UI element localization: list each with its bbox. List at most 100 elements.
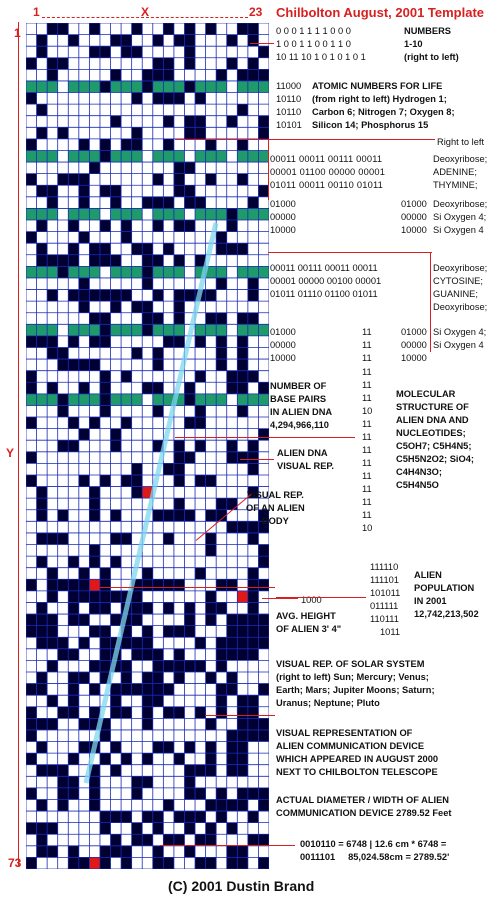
filled-cell bbox=[206, 799, 217, 811]
filled-cell bbox=[216, 649, 227, 661]
green-marker-cell bbox=[37, 81, 48, 93]
filled-cell bbox=[100, 405, 111, 417]
filled-cell bbox=[174, 35, 185, 47]
filled-cell bbox=[37, 46, 48, 58]
filled-cell bbox=[89, 336, 100, 348]
filled-cell bbox=[89, 545, 100, 557]
green-marker-cell bbox=[79, 150, 90, 162]
filled-cell bbox=[258, 69, 269, 81]
filled-cell bbox=[111, 35, 122, 47]
filled-cell bbox=[79, 429, 90, 441]
filled-cell bbox=[216, 660, 227, 672]
filled-cell bbox=[227, 765, 238, 777]
filled-cell bbox=[258, 579, 269, 591]
filled-cell bbox=[79, 591, 90, 603]
filled-cell bbox=[163, 116, 174, 128]
filled-cell bbox=[47, 197, 58, 209]
filled-cell bbox=[68, 846, 79, 858]
filled-cell bbox=[89, 498, 100, 510]
filled-cell bbox=[37, 336, 48, 348]
green-marker-cell bbox=[89, 266, 100, 278]
filled-cell bbox=[121, 139, 132, 151]
filled-cell bbox=[121, 637, 132, 649]
filled-cell bbox=[258, 730, 269, 742]
filled-cell bbox=[237, 371, 248, 383]
filled-cell bbox=[68, 579, 79, 591]
filled-cell bbox=[163, 336, 174, 348]
filled-cell bbox=[206, 475, 217, 487]
filled-cell bbox=[248, 811, 259, 823]
green-marker-cell bbox=[89, 150, 100, 162]
filled-cell bbox=[37, 510, 48, 522]
filled-cell bbox=[248, 58, 259, 70]
filled-cell bbox=[206, 545, 217, 557]
page-title: Chilbolton August, 2001 Template bbox=[276, 5, 484, 20]
filled-cell bbox=[121, 753, 132, 765]
filled-cell bbox=[163, 857, 174, 869]
filled-cell bbox=[58, 405, 69, 417]
green-marker-cell bbox=[153, 81, 164, 93]
filled-cell bbox=[248, 730, 259, 742]
filled-cell bbox=[216, 811, 227, 823]
column-end-label: 23 bbox=[249, 5, 262, 19]
filled-cell bbox=[47, 718, 58, 730]
filled-cell bbox=[184, 162, 195, 174]
filled-cell bbox=[227, 753, 238, 765]
filled-cell bbox=[142, 776, 153, 788]
filled-cell bbox=[121, 417, 132, 429]
filled-cell bbox=[111, 591, 122, 603]
filled-cell bbox=[248, 463, 259, 475]
filled-cell bbox=[89, 487, 100, 499]
filled-cell bbox=[79, 139, 90, 151]
filled-cell bbox=[132, 591, 143, 603]
filled-cell bbox=[237, 382, 248, 394]
filled-cell bbox=[174, 707, 185, 719]
filled-cell bbox=[195, 765, 206, 777]
filled-cell bbox=[184, 58, 195, 70]
filled-cell bbox=[237, 614, 248, 626]
filled-cell bbox=[258, 382, 269, 394]
filled-cell bbox=[227, 243, 238, 255]
filled-cell bbox=[174, 301, 185, 313]
filled-cell bbox=[100, 290, 111, 302]
filled-cell bbox=[163, 533, 174, 545]
filled-cell bbox=[47, 695, 58, 707]
green-marker-cell bbox=[79, 394, 90, 406]
filled-cell bbox=[89, 23, 100, 35]
atomic-numbers-text: ATOMIC NUMBERS FOR LIFE(from right to le… bbox=[312, 80, 455, 132]
filled-cell bbox=[100, 243, 111, 255]
filled-cell bbox=[26, 371, 37, 383]
filled-cell bbox=[100, 46, 111, 58]
filled-cell bbox=[58, 23, 69, 35]
filled-cell bbox=[216, 498, 227, 510]
filled-cell bbox=[142, 672, 153, 684]
filled-cell bbox=[258, 857, 269, 869]
filled-cell bbox=[153, 197, 164, 209]
filled-cell bbox=[26, 475, 37, 487]
filled-cell bbox=[206, 139, 217, 151]
filled-cell bbox=[216, 707, 227, 719]
filled-cell bbox=[163, 742, 174, 754]
green-marker-cell bbox=[111, 394, 122, 406]
filled-cell bbox=[100, 81, 111, 93]
green-marker-cell bbox=[47, 81, 58, 93]
filled-cell bbox=[195, 660, 206, 672]
filled-cell bbox=[142, 278, 153, 290]
filled-cell bbox=[153, 359, 164, 371]
filled-cell bbox=[111, 684, 122, 696]
filled-cell bbox=[37, 185, 48, 197]
filled-cell bbox=[153, 405, 164, 417]
filled-cell bbox=[68, 857, 79, 869]
filled-cell bbox=[248, 637, 259, 649]
green-marker-cell bbox=[121, 81, 132, 93]
filled-cell bbox=[58, 776, 69, 788]
filled-cell bbox=[111, 185, 122, 197]
filled-cell bbox=[111, 69, 122, 81]
filled-cell bbox=[248, 440, 259, 452]
filled-cell bbox=[132, 823, 143, 835]
numbers-row: 10 11 10 1 0 1 0 1 0 1 bbox=[276, 51, 366, 64]
filled-cell bbox=[37, 799, 48, 811]
green-marker-cell bbox=[163, 324, 174, 336]
